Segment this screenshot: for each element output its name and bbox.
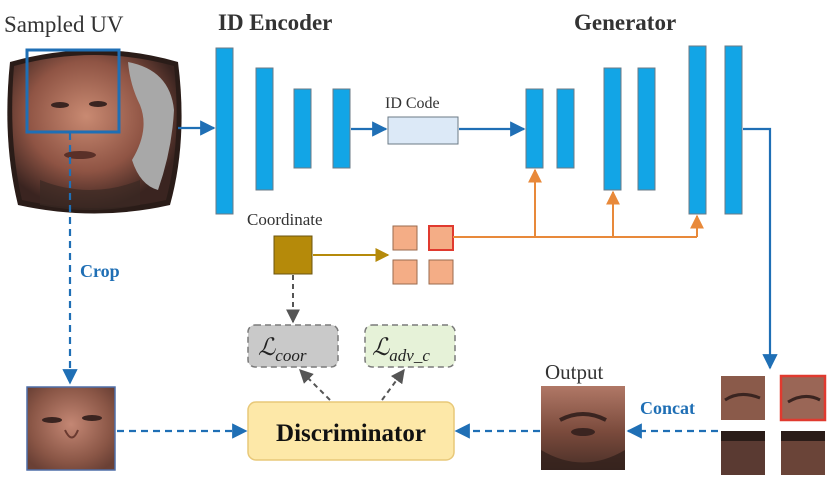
gen-patch-bottom-right	[781, 431, 825, 475]
id-code-label: ID Code	[385, 95, 440, 112]
disc-to-coor-loss-arrow	[299, 369, 331, 401]
crop-region-box	[25, 48, 121, 134]
loss-adv-symbol: ℒ	[372, 335, 390, 361]
coordinate-box	[273, 235, 313, 275]
generator-layer-5	[688, 45, 707, 215]
coordinate-label: Coordinate	[247, 210, 323, 229]
crop-label: Crop	[80, 261, 120, 281]
id-encoder	[215, 47, 351, 215]
patch-top-right	[428, 225, 454, 251]
encoder-layer-4	[332, 88, 351, 169]
patch-bottom-left	[392, 259, 418, 285]
svg-text:ℒcoor: ℒcoor	[258, 335, 307, 365]
coordinate-patch-grid	[392, 225, 454, 285]
generator-layer-1	[525, 88, 544, 169]
cropped-face-image	[26, 386, 116, 471]
concat-label: Concat	[640, 398, 695, 418]
blue-flow-arrows	[178, 120, 778, 370]
encoder-layer-1	[215, 47, 234, 215]
generator-title: Generator	[574, 10, 676, 35]
output-image	[541, 386, 625, 470]
generator-layer-6	[724, 45, 743, 215]
id-encoder-title: ID Encoder	[218, 10, 332, 35]
encoder-layer-3	[293, 88, 312, 169]
gen-patch-top-left	[721, 376, 765, 420]
generator-layer-3	[603, 67, 622, 191]
discriminator-label: Discriminator	[276, 420, 426, 447]
disc-to-adv-loss-arrow	[381, 368, 405, 401]
generator	[525, 45, 743, 215]
discriminator-box	[247, 401, 455, 461]
generator-layer-2	[556, 88, 575, 169]
svg-text:ℒadv_c: ℒadv_c	[372, 335, 430, 365]
sampled-uv-image	[7, 50, 182, 214]
output-label: Output	[545, 360, 604, 384]
generated-patch-grid	[721, 374, 827, 475]
loss-coor-subscript: coor	[275, 346, 307, 365]
patch-bottom-right	[428, 259, 454, 285]
loss-adv-subscript: adv_c	[389, 346, 430, 365]
gen-patch-bottom-left	[721, 431, 765, 475]
gen-patch-top-right	[779, 374, 827, 422]
encoder-layer-2	[255, 67, 274, 191]
id-code-box	[387, 116, 459, 145]
loss-coor-box: ℒcoor	[247, 324, 339, 368]
loss-coor-symbol: ℒ	[258, 335, 276, 361]
orange-condition-arrows	[453, 168, 704, 238]
generator-to-patches-arrow	[743, 127, 778, 370]
loss-adv-box: ℒadv_c	[364, 324, 456, 368]
generator-layer-4	[637, 67, 656, 191]
patch-top-left	[392, 225, 418, 251]
sampled-uv-title: Sampled UV	[4, 12, 124, 37]
